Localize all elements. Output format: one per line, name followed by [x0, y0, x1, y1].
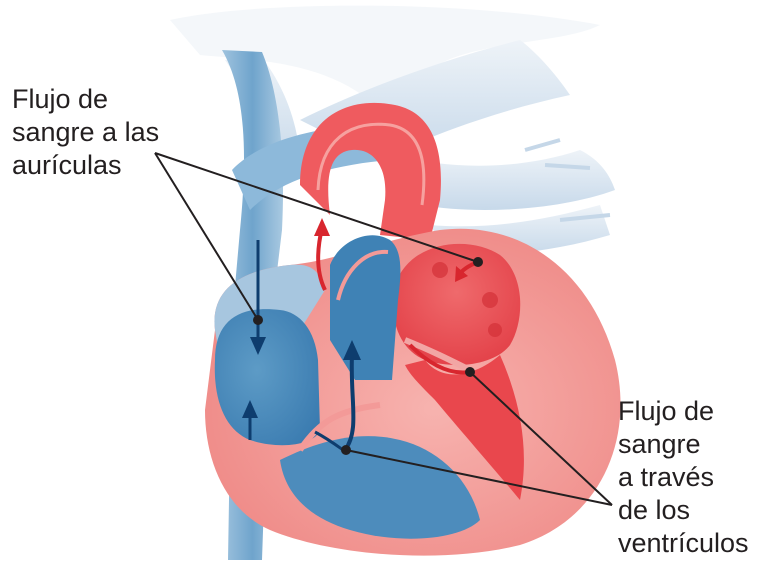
label-atria-line-2: sangre a las — [12, 117, 159, 147]
label-ventricles-line-3: a través — [618, 462, 714, 492]
label-ventricles-flow: Flujo de sangre a través de los ventrícu… — [618, 396, 749, 558]
label-atria-line-3: aurículas — [12, 150, 122, 180]
label-atria-flow: Flujo de sangre a las aurículas — [12, 84, 167, 180]
dot-right-atrium — [253, 315, 263, 325]
dot-right-ventricle — [341, 445, 351, 455]
label-ventricles-line-1: Flujo de — [618, 396, 714, 426]
dot-left-atrium — [473, 257, 483, 267]
label-ventricles-line-4: de los — [618, 495, 690, 525]
label-ventricles-line-2: sangre — [618, 429, 701, 459]
label-atria-line-1: Flujo de — [12, 84, 108, 114]
dot-left-ventricle — [465, 367, 475, 377]
label-ventricles-line-5: ventrículos — [618, 528, 749, 558]
